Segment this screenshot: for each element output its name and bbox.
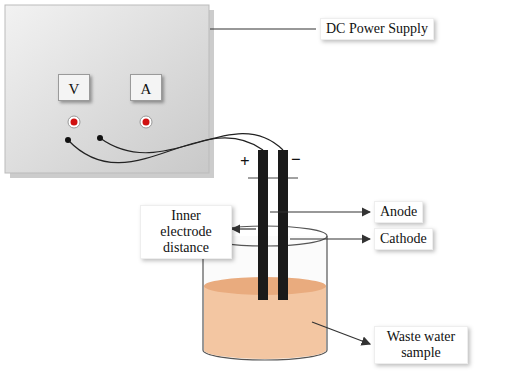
button-text: A [141,75,152,104]
electrode-holder [248,178,298,179]
meter-button: A [130,74,162,101]
indicator-light [71,119,78,126]
indicator-light [143,119,150,126]
part-label: Waste water sample [374,326,468,364]
part-label: Anode [374,201,423,223]
leader-line [210,28,316,29]
polarity-sign: − [291,150,301,170]
indicator-light [140,116,152,128]
terminal [65,137,71,143]
indicator-light [68,116,80,128]
terminal [97,135,103,141]
polarity-sign: + [240,152,250,172]
cathode-electrode [278,150,288,300]
title-label: DC Power Supply [320,18,434,40]
part-label: Inner electrode distance [140,205,232,259]
leader-arrow [270,211,370,212]
part-label: Cathode [374,228,433,250]
leader-arrow [312,322,370,344]
leader-arrow [232,228,256,229]
meter-button: V [58,74,90,101]
button-text: V [69,75,80,104]
wire [100,134,283,153]
anode-electrode [258,150,268,300]
leader-arrow [290,238,370,239]
